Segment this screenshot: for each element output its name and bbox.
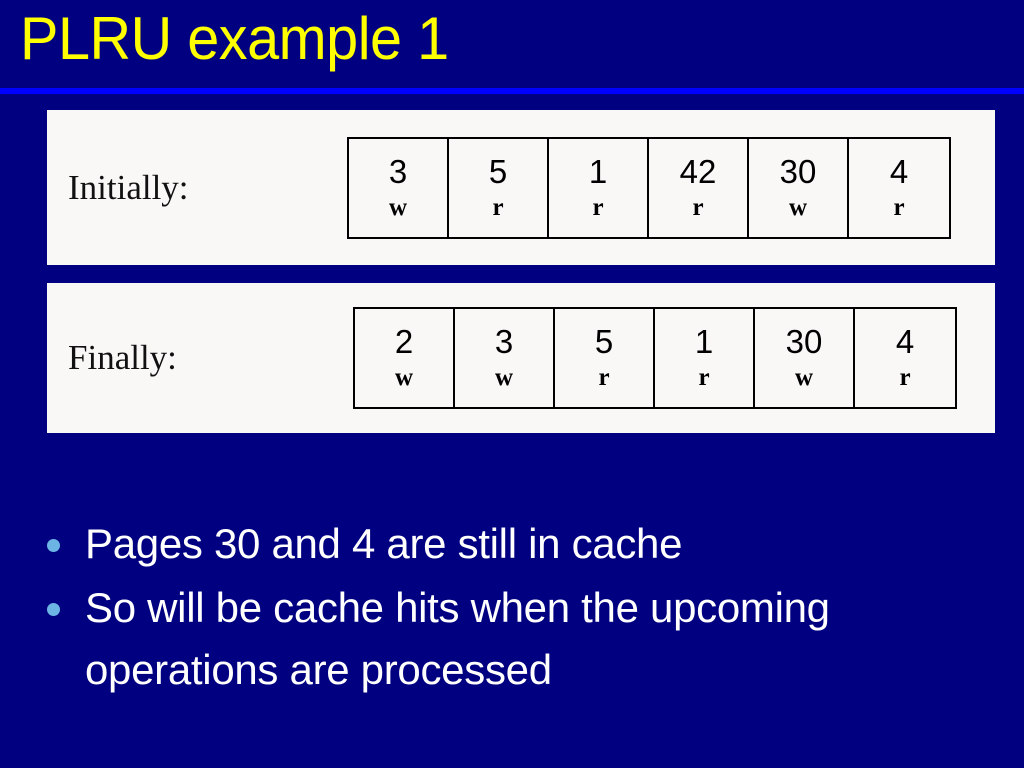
cell-operation: r (893, 193, 905, 221)
bullet-dot-icon (47, 603, 60, 616)
title-divider (0, 88, 1024, 94)
cell-page-number: 5 (594, 323, 614, 360)
list-item: So will be cache hits when the upcoming … (40, 577, 980, 701)
cell-operation: w (794, 364, 814, 391)
cache-cell: 30 w (749, 138, 849, 237)
cell-page-number: 2 (394, 323, 414, 360)
finally-panel: Finally: 2 w 3 w 5 r 1 r 30 w (47, 283, 995, 433)
cell-operation: r (598, 364, 610, 391)
cell-page-number: 30 (785, 323, 823, 360)
cache-cell: 2 w (355, 309, 455, 407)
cell-page-number: 3 (388, 152, 408, 190)
cell-operation: w (388, 193, 408, 221)
cache-cell: 4 r (855, 309, 955, 407)
finally-row: Finally: 2 w 3 w 5 r 1 r 30 w (47, 283, 995, 433)
cache-cell: 1 r (655, 309, 755, 407)
cell-page-number: 30 (779, 152, 817, 190)
cell-operation: w (394, 364, 414, 391)
cell-operation: w (788, 193, 808, 221)
cache-cell: 4 r (849, 138, 949, 237)
cell-operation: r (492, 193, 504, 221)
bullet-dot-icon (47, 539, 60, 552)
page-title: PLRU example 1 (20, 5, 449, 72)
bullet-list: Pages 30 and 4 are still in cache So wil… (40, 513, 980, 703)
cache-cell: 3 w (349, 138, 449, 237)
cell-page-number: 1 (694, 323, 714, 360)
cache-cell: 1 r (549, 138, 649, 237)
cell-page-number: 3 (494, 323, 514, 360)
cell-operation: r (592, 193, 604, 221)
cell-page-number: 4 (895, 323, 915, 360)
cache-cell: 42 r (649, 138, 749, 237)
cache-cell: 5 r (555, 309, 655, 407)
list-item: Pages 30 and 4 are still in cache (40, 513, 980, 575)
bullet-text: So will be cache hits when the upcoming … (85, 584, 830, 693)
cache-cell: 30 w (755, 309, 855, 407)
cache-cell: 3 w (455, 309, 555, 407)
cell-operation: r (698, 364, 710, 391)
finally-cell-strip: 2 w 3 w 5 r 1 r 30 w 4 r (353, 307, 957, 409)
cell-operation: w (494, 364, 514, 391)
cell-page-number: 42 (679, 152, 717, 190)
cell-operation: r (692, 193, 704, 221)
initially-panel: Initially: 3 w 5 r 1 r 42 r 30 w (47, 110, 995, 265)
initially-label: Initially: (68, 167, 189, 207)
cell-page-number: 5 (488, 152, 508, 190)
finally-label: Finally: (68, 338, 177, 377)
bullet-text: Pages 30 and 4 are still in cache (85, 520, 683, 567)
cell-operation: r (899, 364, 911, 391)
cache-cell: 5 r (449, 138, 549, 237)
cell-page-number: 1 (588, 152, 608, 190)
cell-page-number: 4 (889, 152, 909, 190)
initially-cell-strip: 3 w 5 r 1 r 42 r 30 w 4 r (347, 136, 951, 239)
initially-row: Initially: 3 w 5 r 1 r 42 r 30 w (47, 110, 995, 265)
